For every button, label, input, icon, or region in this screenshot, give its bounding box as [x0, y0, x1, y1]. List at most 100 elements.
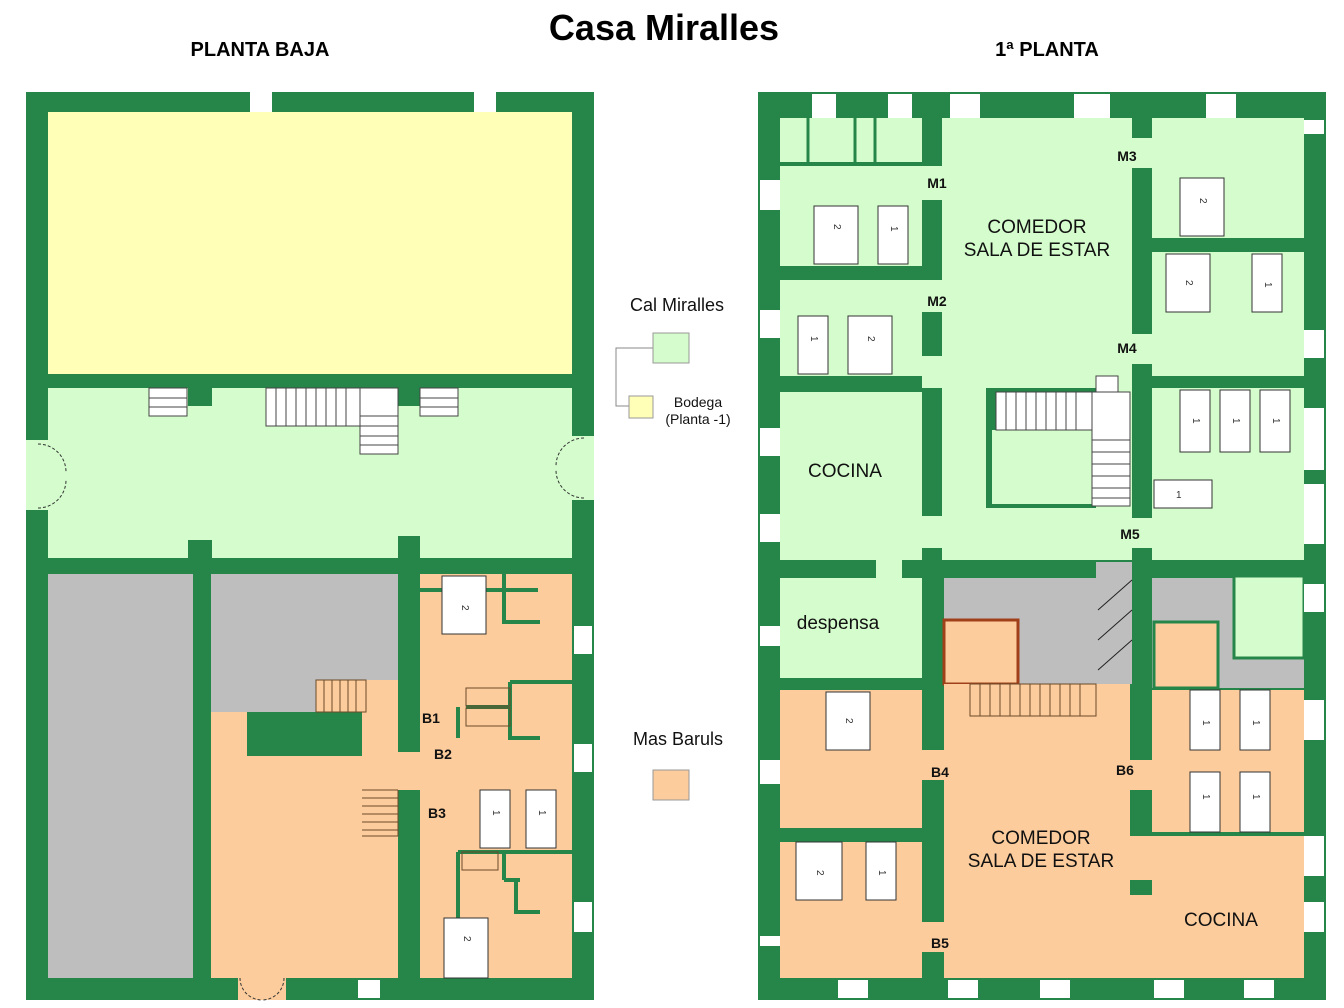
bed-double: 2	[825, 691, 871, 751]
legend-swatch-bodega	[628, 395, 654, 419]
ground-floor-title: PLANTA BAJA	[191, 39, 330, 61]
bed-single: 1	[1259, 389, 1291, 453]
stairs	[148, 387, 459, 455]
door-label-b2: B2	[434, 746, 452, 762]
door-gap	[398, 752, 420, 790]
door-label-b1: B1	[422, 710, 440, 726]
bed-single: 1	[1153, 479, 1213, 509]
comedor-mas-baruls	[944, 684, 1130, 978]
window	[474, 92, 496, 112]
entrance-right	[572, 436, 594, 500]
bathroom-mas-baruls	[942, 618, 1020, 686]
door-gap	[922, 516, 942, 548]
svg-text:2: 2	[461, 936, 472, 942]
svg-text:2: 2	[1183, 280, 1194, 286]
bed-single: 1	[479, 789, 511, 849]
room-label-cocina: COCINA	[1184, 910, 1258, 931]
first-floor-plan: 2 1 1 2 2 2 1 1 1 1 1 2 2 1 1 1 1 1 COME…	[758, 92, 1326, 1000]
pillar	[398, 374, 420, 406]
pillar	[188, 540, 212, 560]
door-gap	[1130, 334, 1152, 364]
entrance-door	[238, 978, 286, 1000]
room-m3	[1152, 118, 1304, 238]
svg-text:2: 2	[843, 718, 854, 724]
bed-single: 1	[1219, 389, 1251, 453]
wall-block	[247, 712, 362, 756]
door-gap	[922, 922, 944, 952]
bed-single: 1	[1251, 253, 1283, 313]
window	[358, 980, 380, 998]
unused-area	[48, 574, 193, 978]
door-label-m2: M2	[927, 293, 947, 309]
page-title: Casa Miralles	[549, 7, 779, 48]
svg-text:1: 1	[1250, 720, 1261, 726]
door-gap	[922, 280, 942, 312]
svg-text:1: 1	[876, 870, 887, 876]
room-label-sala: SALA DE ESTAR	[964, 240, 1110, 261]
cocina-mas-baruls	[1152, 836, 1304, 978]
svg-text:1: 1	[490, 810, 501, 816]
door-gap	[922, 356, 942, 388]
window	[574, 744, 592, 772]
bed-single: 1	[525, 789, 557, 849]
bathroom-mas-baruls	[1152, 620, 1220, 690]
room-label-comedor: COMEDOR	[987, 217, 1086, 238]
door-label-b6: B6	[1116, 762, 1134, 778]
bed-single: 1	[1239, 771, 1271, 833]
svg-text:2: 2	[1197, 198, 1208, 204]
door-label-m5: M5	[1120, 526, 1140, 542]
door-gap	[1130, 518, 1152, 548]
bed-single: 1	[1189, 771, 1221, 833]
room-label-comedor: COMEDOR	[991, 828, 1090, 849]
door-label-m1: M1	[927, 175, 947, 191]
svg-text:1: 1	[888, 226, 899, 232]
pillar	[188, 374, 212, 406]
bed-single: 1	[865, 841, 897, 901]
bathrooms	[780, 118, 922, 162]
svg-text:1: 1	[1200, 720, 1211, 726]
svg-text:2: 2	[459, 605, 470, 611]
bed-double: 2	[443, 917, 489, 979]
first-floor-title: 1ª PLANTA	[995, 39, 1099, 61]
door-gap	[922, 166, 942, 200]
svg-text:1: 1	[1200, 794, 1211, 800]
bathroom	[1232, 574, 1306, 660]
legend-mas-baruls: Mas Baruls	[633, 729, 723, 749]
bodega-area	[48, 112, 572, 374]
svg-text:1: 1	[1250, 794, 1261, 800]
door-gap	[1130, 138, 1152, 168]
window	[250, 92, 272, 112]
room-b6	[1152, 690, 1304, 832]
door-gap	[922, 750, 944, 780]
door-label-b5: B5	[931, 935, 949, 951]
bed-single: 1	[1179, 389, 1211, 453]
legend-bodega-level: (Planta -1)	[665, 411, 730, 427]
room-label-despensa: despensa	[797, 613, 880, 634]
bed-double: 2	[1179, 177, 1225, 237]
svg-text:1: 1	[536, 810, 547, 816]
room-label-sala: SALA DE ESTAR	[968, 851, 1114, 872]
stairs	[969, 683, 1097, 717]
entrance-left	[26, 440, 48, 510]
bed-double: 2	[441, 575, 487, 635]
door-label-b4: B4	[931, 764, 949, 780]
legend-swatch-mas-baruls	[652, 769, 690, 801]
pillar	[398, 536, 420, 560]
svg-text:1: 1	[1270, 418, 1281, 424]
bed-double: 2	[813, 205, 859, 265]
room-label-cocina: COCINA	[808, 461, 882, 482]
stair-void	[1096, 562, 1132, 684]
stair-landing	[362, 680, 398, 712]
legend-cal-miralles: Cal Miralles	[630, 295, 724, 315]
svg-text:1: 1	[808, 336, 819, 342]
despensa	[780, 578, 922, 678]
bed-double: 2	[1165, 253, 1211, 313]
door-label-b3: B3	[428, 805, 446, 821]
mas-baruls-ground-hall	[211, 712, 398, 978]
bed-double: 2	[847, 315, 893, 375]
opening	[1130, 836, 1152, 880]
cocina-cal-miralles	[780, 392, 922, 560]
svg-text:2: 2	[865, 336, 876, 342]
legend: Cal Miralles Bodega (Planta -1) Mas Baru…	[615, 295, 731, 801]
opening	[1130, 895, 1152, 978]
